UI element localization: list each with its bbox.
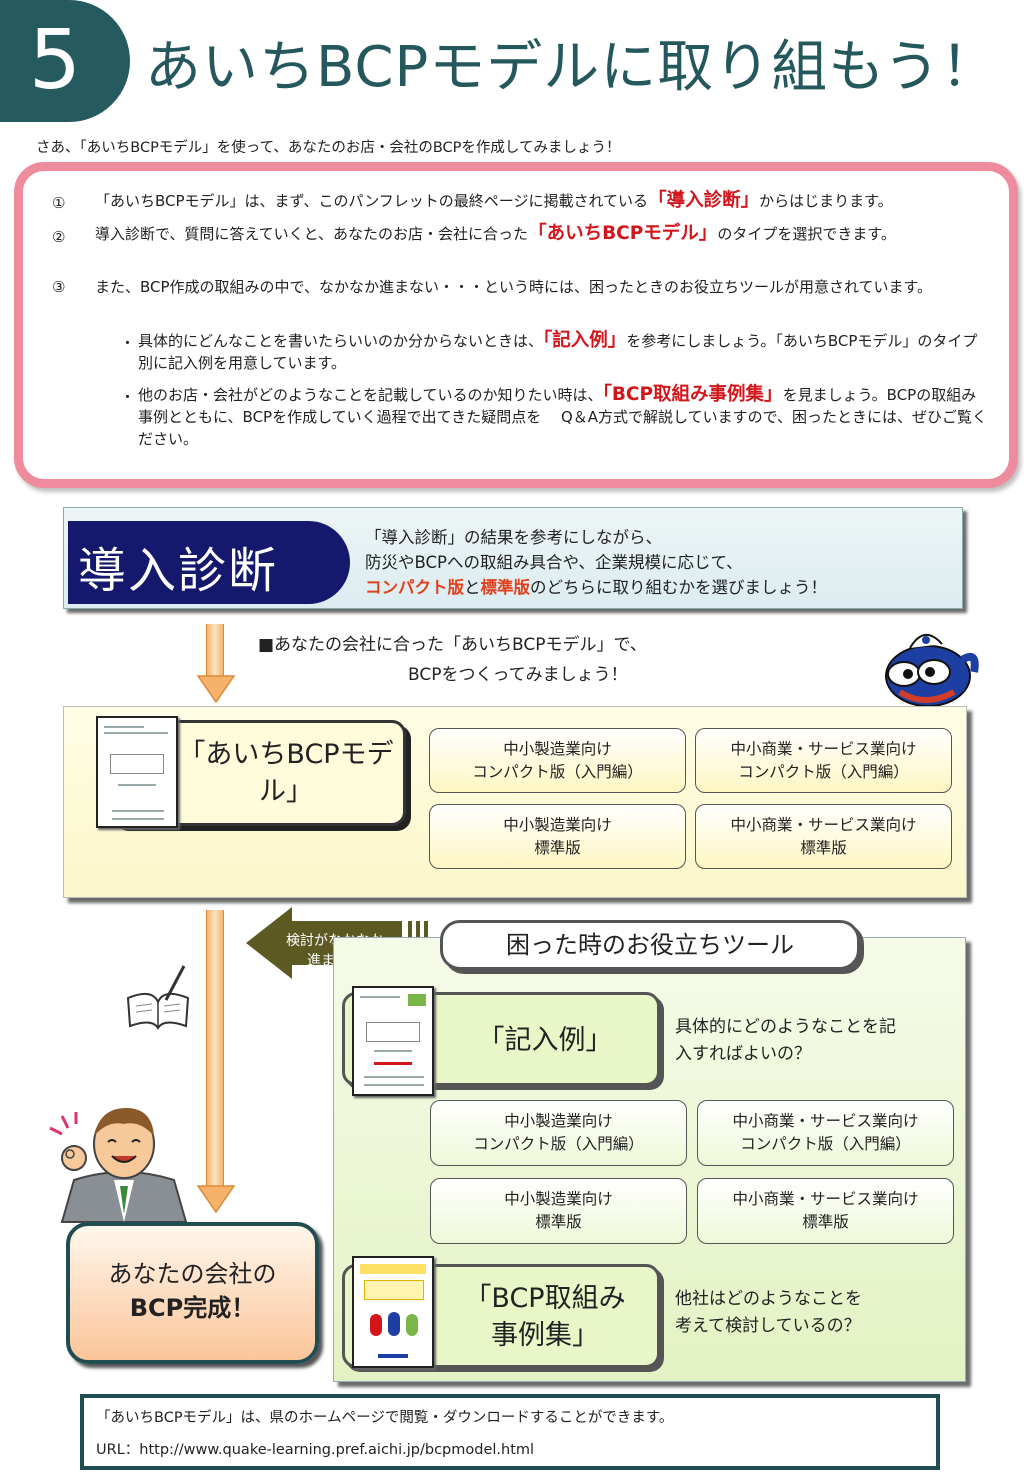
model-type-line: 中小商業・サービス業向け	[730, 815, 917, 834]
example-type-button[interactable]: 中小商業・サービス業向け 標準版	[697, 1178, 954, 1244]
model-type-button[interactable]: 中小製造業向け 標準版	[429, 804, 686, 869]
example-question-line: 入すればよいの？	[675, 1044, 811, 1064]
completion-text: あなたの会社の BCP完成！	[70, 1257, 315, 1325]
example-type-button[interactable]: 中小製造業向け 標準版	[430, 1178, 687, 1244]
explanation-box	[14, 162, 1018, 488]
footer-url[interactable]: URL：http://www.quake-learning.pref.aichi…	[96, 1442, 535, 1458]
model-type-line: 中小商業・サービス業向け	[730, 739, 917, 758]
model-type-line: 中小製造業向け	[503, 815, 612, 834]
section-number: 5	[28, 13, 82, 108]
step-text: 導入診断で、質問に答えていくと、あなたのお店・会社に合った「あいちBCPモデル」…	[95, 223, 896, 244]
sub-item-text: 他のお店・会社がどのようなことを記載しているのか知りたい時は、「BCP取組み事例…	[138, 384, 987, 448]
case-study-question-line: 他社はどのようなことを	[675, 1289, 862, 1309]
example-document-thumbnail	[352, 986, 434, 1096]
businessman-illustration	[49, 1108, 188, 1223]
model-type-line: コンパクト版（入門編）	[472, 762, 643, 781]
model-type-line: コンパクト版（入門編）	[738, 762, 909, 781]
example-question: 具体的にどのようなことを記 入すればよいの？	[675, 1014, 896, 1068]
footer-note: 「あいちBCPモデル」は、県のホームページで閲覧・ダウンロードすることができます…	[96, 1410, 674, 1426]
model-type-line: 中小製造業向け	[503, 739, 612, 758]
sub-item-text: 具体的にどんなことを書いたらいいのか分からないときは、「記入例」を参考にしましょ…	[138, 330, 978, 372]
arrow-shaft	[206, 624, 224, 676]
case-study-question-line: 考えて検討しているの？	[675, 1316, 861, 1336]
section-number-badge	[0, 0, 130, 122]
diagnosis-line: 防災やBCPへの取組み具合や、企業規模に応じて、	[365, 553, 743, 572]
step-number: ①	[52, 194, 66, 212]
step-number: ②	[52, 228, 66, 246]
example-type-button[interactable]: 中小商業・サービス業向け コンパクト版（入門編）	[697, 1100, 954, 1166]
example-type-line: 中小製造業向け	[504, 1190, 613, 1208]
guide-line: ■あなたの会社に合った「あいちBCPモデル」で、	[258, 635, 647, 655]
model-type-button[interactable]: 中小製造業向け コンパクト版（入門編）	[429, 728, 686, 793]
completion-line: あなたの会社の	[108, 1260, 277, 1288]
page-title: あいちBCPモデルに取り組もう！	[145, 35, 998, 100]
case-study-question: 他社はどのようなことを 考えて検討しているの？	[675, 1286, 862, 1340]
example-type-line: 標準版	[802, 1213, 849, 1231]
model-type-button[interactable]: 中小商業・サービス業向け 標準版	[695, 804, 952, 869]
down-arrow-icon	[196, 1185, 236, 1214]
step-number: ③	[52, 278, 66, 296]
example-type-line: 中小商業・サービス業向け	[732, 1112, 919, 1130]
diagnosis-line: コンパクト版と標準版のどちらに取り組むかを選びましょう！	[365, 578, 827, 597]
example-type-line: コンパクト版（入門編）	[473, 1135, 644, 1153]
sub-bullet: ・	[120, 388, 136, 406]
model-type-line: 標準版	[534, 838, 581, 857]
step-text: 「あいちBCPモデル」は、まず、このパンフレットの最終ページに掲載されている「導…	[95, 190, 893, 211]
model-document-thumbnail	[96, 716, 178, 828]
example-type-line: 中小製造業向け	[504, 1112, 613, 1130]
diagnosis-label-shape	[68, 521, 350, 604]
intro-text: さあ、「あいちBCPモデル」を使って、あなたのお店・会社のBCPを作成してみまし…	[36, 140, 621, 156]
case-study-label: 「BCP取組み 事例集」	[440, 1280, 650, 1354]
diagnosis-line: 「導入診断」の結果を参考にしながら、	[365, 528, 662, 547]
model-label: 「あいちBCPモデル」	[178, 739, 394, 807]
example-question-line: 具体的にどのようなことを記	[675, 1017, 896, 1037]
guide-line: BCPをつくってみましょう！	[408, 665, 628, 685]
example-type-line: 中小商業・サービス業向け	[732, 1190, 919, 1208]
mascot-illustration	[885, 634, 979, 707]
open-book-icon	[126, 965, 190, 1030]
diagnosis-label: 導入診断	[78, 543, 279, 599]
model-type-line: 標準版	[800, 838, 847, 857]
footer-box	[80, 1394, 940, 1470]
model-type-button[interactable]: 中小商業・サービス業向け コンパクト版（入門編）	[695, 728, 952, 793]
completion-box	[66, 1222, 319, 1364]
case-study-label-line: 「BCP取組み	[464, 1283, 626, 1314]
example-type-line: コンパクト版（入門編）	[740, 1135, 911, 1153]
example-type-button[interactable]: 中小製造業向け コンパクト版（入門編）	[430, 1100, 687, 1166]
case-study-document-thumbnail	[352, 1256, 434, 1368]
step-text: また、BCP作成の取組みの中で、なかなか進まない・・・という時には、困ったときの…	[95, 278, 933, 296]
completion-line: BCP完成！	[129, 1294, 256, 1322]
sub-bullet: ・	[120, 334, 136, 352]
arrow-shaft	[206, 910, 224, 1186]
down-arrow-icon	[196, 675, 236, 704]
example-type-line: 標準版	[535, 1213, 582, 1231]
example-label: 「記入例」	[477, 1025, 613, 1056]
tools-title: 困った時のお役立ちツール	[440, 920, 860, 970]
case-study-label-line: 事例集」	[491, 1320, 599, 1351]
